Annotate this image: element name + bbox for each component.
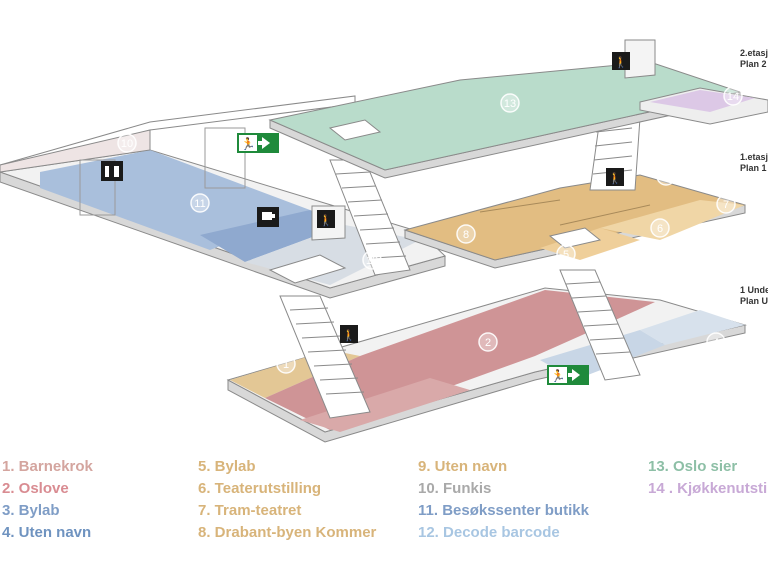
- elevator-exit-icon: 🚶: [317, 210, 335, 228]
- room-number: 6: [657, 223, 663, 235]
- room-number: 7: [723, 199, 729, 211]
- room-marker-11: 11: [190, 193, 210, 213]
- svg-text:🚶: 🚶: [342, 329, 356, 342]
- legend-item-2: 2. Oslove: [2, 480, 69, 497]
- room-number: 9: [663, 171, 669, 183]
- floor-label-line: Plan U1: [740, 296, 768, 306]
- room-number: 3: [652, 365, 658, 377]
- legend-item-10: 10. Funkis: [418, 480, 492, 497]
- legend-item-9: 9. Uten navn: [418, 458, 508, 475]
- legend-item-13: 13. Oslo sier: [648, 458, 738, 475]
- zone-14: [650, 90, 755, 112]
- zone-4: [640, 310, 745, 345]
- legend-item-8: 8. Drabant-byen Kommer: [198, 524, 377, 541]
- legend: 1. Barnekrok 2. Oslove 3. Bylab 4. Uten …: [0, 456, 768, 556]
- room-marker-4: 4: [706, 332, 726, 352]
- plan-1-right-floor: [403, 174, 746, 269]
- floor-label-line: 1 Underetasje: [740, 285, 768, 295]
- legend-item-6: 6. Teaterutstilling: [198, 480, 322, 497]
- zone-13: [268, 61, 742, 171]
- legend-item-7: 7. Tram-teatret: [198, 502, 302, 519]
- legend-column-2: 5. Bylab 6. Teaterutstilling 7. Tram-tea…: [198, 456, 376, 544]
- room-marker-1: 1: [276, 354, 296, 374]
- floor-label-plan1: 1.etasje Plan 1: [740, 152, 768, 174]
- legend-item-5: 5. Bylab: [198, 458, 256, 475]
- room-marker-2: 2: [478, 332, 498, 352]
- floor-label-line: Plan 1: [740, 163, 767, 173]
- room-marker-14: 14: [723, 86, 743, 106]
- room-number: 5: [563, 249, 569, 261]
- room-marker-13: 13: [500, 93, 520, 113]
- legend-column-1: 1. Barnekrok 2. Oslove 3. Bylab 4. Uten …: [2, 456, 93, 544]
- room-marker-6: 6: [650, 218, 670, 238]
- room-number: 14: [727, 91, 739, 103]
- svg-text:🚶: 🚶: [319, 214, 333, 227]
- room-marker-5: 5: [556, 244, 576, 264]
- floor-label-plan2: 2.etasje Plan 2: [740, 48, 768, 70]
- legend-item-1: 1. Barnekrok: [2, 458, 93, 475]
- elevator-exit-icon: 🚶: [340, 325, 358, 343]
- coffee-icon: [257, 207, 279, 227]
- legend-item-3: 3. Bylab: [2, 502, 60, 519]
- zone-6: [600, 200, 745, 240]
- room-marker-7: 7: [716, 194, 736, 214]
- legend-item-4: 4. Uten navn: [2, 524, 92, 541]
- room-number: 1: [283, 359, 289, 371]
- svg-text:🏃: 🏃: [241, 137, 256, 151]
- stairs-left-lower: [279, 295, 371, 419]
- plan-2-floor: [268, 39, 768, 179]
- floor-label-line: Plan 2: [740, 59, 767, 69]
- legend-item-14: 14 . Kjøkkenutstilling: [648, 480, 768, 497]
- room-number: 2: [485, 337, 491, 349]
- room-number: 12: [366, 255, 378, 267]
- legend-item-11: 11. Besøkssenter butikk: [418, 502, 589, 519]
- room-marker-8: 8: [456, 224, 476, 244]
- zone-8-9-floor: [403, 174, 746, 261]
- floor-label-line: 1.etasje: [740, 152, 768, 162]
- room-marker-10: 10: [117, 133, 137, 153]
- room-number: 11: [194, 198, 205, 210]
- room-marker-3: 3: [645, 360, 665, 380]
- exit-sign-icon: 🏃: [547, 365, 589, 385]
- legend-column-4: 13. Oslo sier 14 . Kjøkkenutstilling: [648, 456, 768, 500]
- room-number: 8: [463, 229, 469, 241]
- room-number: 10: [121, 138, 133, 150]
- room-marker-9: 9: [656, 166, 676, 186]
- toilet-icon: [101, 161, 123, 181]
- floor-label-planu1: 1 Underetasje Plan U1: [740, 285, 768, 307]
- svg-text:🏃: 🏃: [551, 369, 566, 383]
- zone-5: [540, 228, 640, 260]
- svg-text:🚶: 🚶: [614, 56, 628, 69]
- legend-item-12: 12. Decode barcode: [418, 524, 560, 541]
- stairs-left-upper: [329, 159, 411, 276]
- stairs-right-lower: [559, 269, 641, 381]
- elevator-exit-icon: 🚶: [612, 52, 630, 70]
- room-number: 4: [713, 337, 719, 349]
- elevator-exit-icon: 🚶: [606, 168, 624, 186]
- floor-label-line: 2.etasje: [740, 48, 768, 58]
- exit-sign-icon: 🏃: [237, 133, 279, 153]
- svg-text:🚶: 🚶: [608, 172, 622, 185]
- room-number: 13: [504, 98, 516, 110]
- legend-column-3: 9. Uten navn 10. Funkis 11. Besøkssenter…: [418, 456, 589, 544]
- room-marker-12: 12: [362, 250, 382, 270]
